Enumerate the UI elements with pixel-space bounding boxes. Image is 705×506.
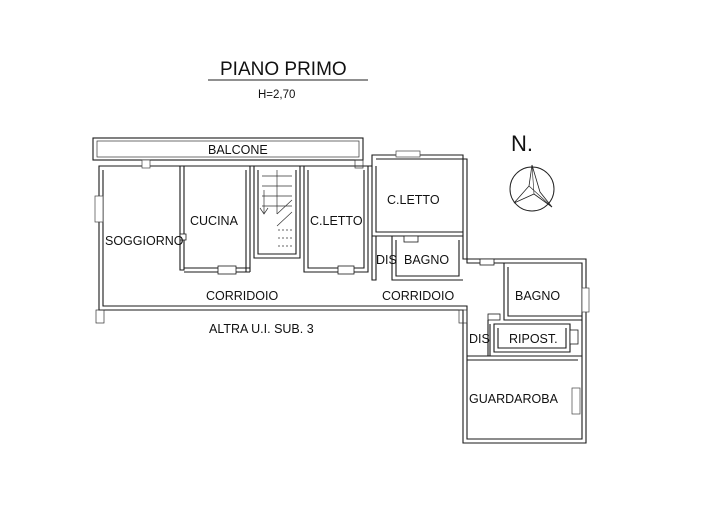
doors <box>179 233 579 345</box>
exterior-walls <box>95 154 587 444</box>
plan-header: PIANO PRIMO H=2,70 <box>208 59 368 101</box>
north-compass: N. <box>509 131 555 212</box>
stairs <box>259 170 294 247</box>
interior-walls <box>179 165 582 361</box>
room-label-soggiorno: SOGGIORNO <box>105 234 184 248</box>
room-label-dis-1: DIS <box>376 253 397 267</box>
neighbor-unit-label: ALTRA U.I. SUB. 3 <box>209 322 314 336</box>
north-label: N. <box>511 131 533 156</box>
room-label-dis-2: DIS <box>469 332 490 346</box>
room-label-guardaroba: GUARDAROBA <box>469 392 559 406</box>
room-label-ripost: RIPOST. <box>509 332 558 346</box>
room-label-balcone: BALCONE <box>208 143 268 157</box>
room-label-letto-1: C.LETTO <box>310 214 363 228</box>
room-label-bagno-1: BAGNO <box>404 253 449 267</box>
room-label-letto-2: C.LETTO <box>387 193 440 207</box>
room-label-corridoio-1: CORRIDOIO <box>206 289 279 303</box>
room-label-corridoio-2: CORRIDOIO <box>382 289 455 303</box>
room-label-bagno-2: BAGNO <box>515 289 560 303</box>
balcony: BALCONE <box>92 137 364 161</box>
room-label-cucina: CUCINA <box>190 214 239 228</box>
ceiling-height: H=2,70 <box>258 89 295 101</box>
stair-arrow-icon <box>259 190 269 215</box>
room-labels: SOGGIORNO CUCINA C.LETTO C.LETTO DIS BAG… <box>105 193 560 406</box>
windows <box>94 150 590 415</box>
plan-title: PIANO PRIMO <box>220 59 347 80</box>
